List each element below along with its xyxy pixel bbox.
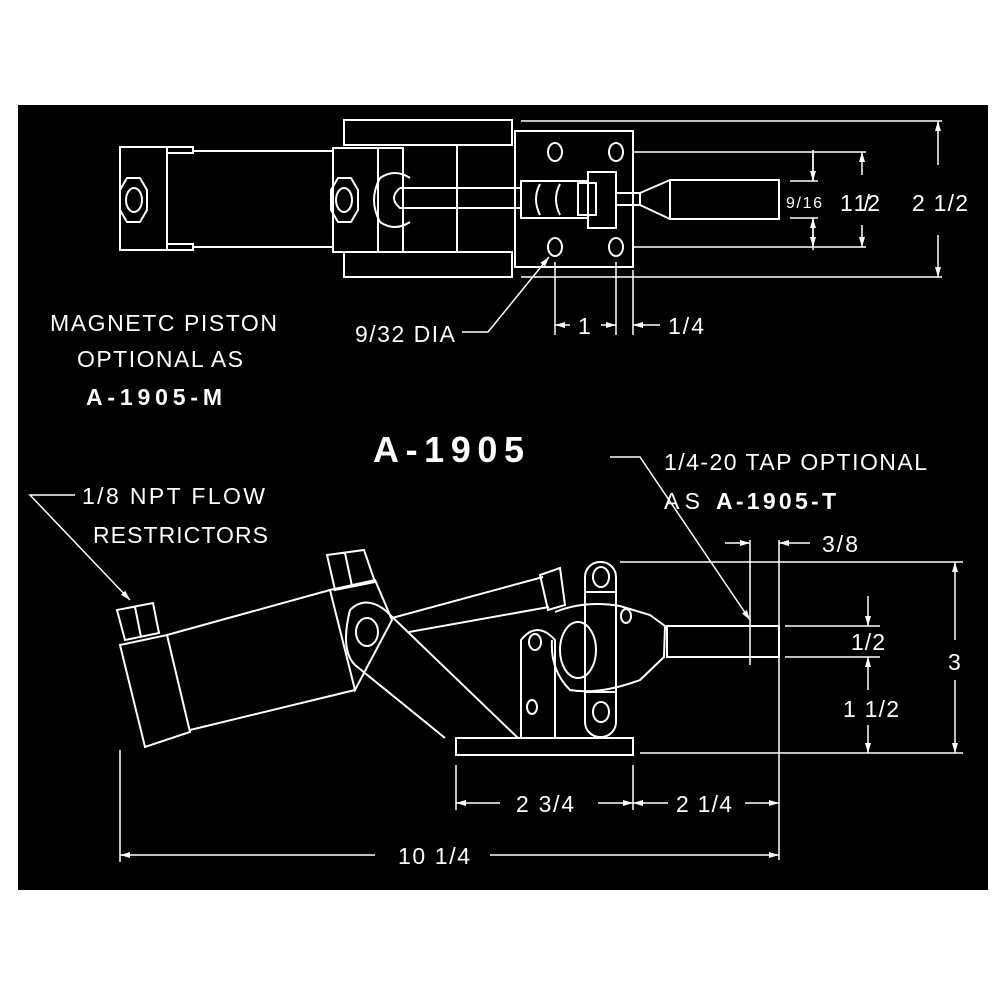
drawing-background	[18, 105, 988, 890]
mounting-holes	[547, 142, 624, 257]
hex-nut-icon	[330, 177, 359, 223]
note-magnetic-line2: OPTIONAL AS	[77, 346, 243, 372]
dim-base-length: 2 3/4	[516, 791, 574, 817]
note-npt-line1: 1/8 NPT FLOW	[82, 483, 265, 509]
top-view: 9/16 1 1/2 2 1/2 1 1/4 9/32 DIA	[119, 119, 968, 347]
hex-nut-icon	[119, 177, 148, 223]
dim-tap-offset: 3/8	[822, 531, 858, 557]
dim-rod-width: 9/16	[786, 195, 822, 212]
dim-overall-width: 2 1/2	[912, 190, 968, 216]
dim-overall-length: 10 1/4	[398, 843, 470, 869]
note-magnetic-line1: MAGNETC PISTON	[50, 310, 277, 336]
dim-plunger-dia: 1/2	[851, 629, 885, 655]
dim-hole-edge: 1/4	[668, 313, 704, 339]
dim-hole-spacing-h: 1	[578, 313, 591, 339]
dim-reach: 2 1/4	[676, 791, 732, 817]
dim-plunger-height: 1 1/2	[843, 696, 899, 722]
note-tap-line1: 1/4-20 TAP OPTIONAL	[664, 449, 927, 475]
side-view: 3 1/2 1 1/2 3/8 2 3/4 2 1/4 10 1/4	[28, 456, 963, 869]
note-npt-line2: RESTRICTORS	[93, 522, 268, 548]
note-hole-dia: 9/32 DIA	[355, 321, 456, 347]
dim-hole-spacing-v: 1 1/2	[840, 190, 880, 216]
dim-overall-height: 3	[948, 649, 961, 675]
